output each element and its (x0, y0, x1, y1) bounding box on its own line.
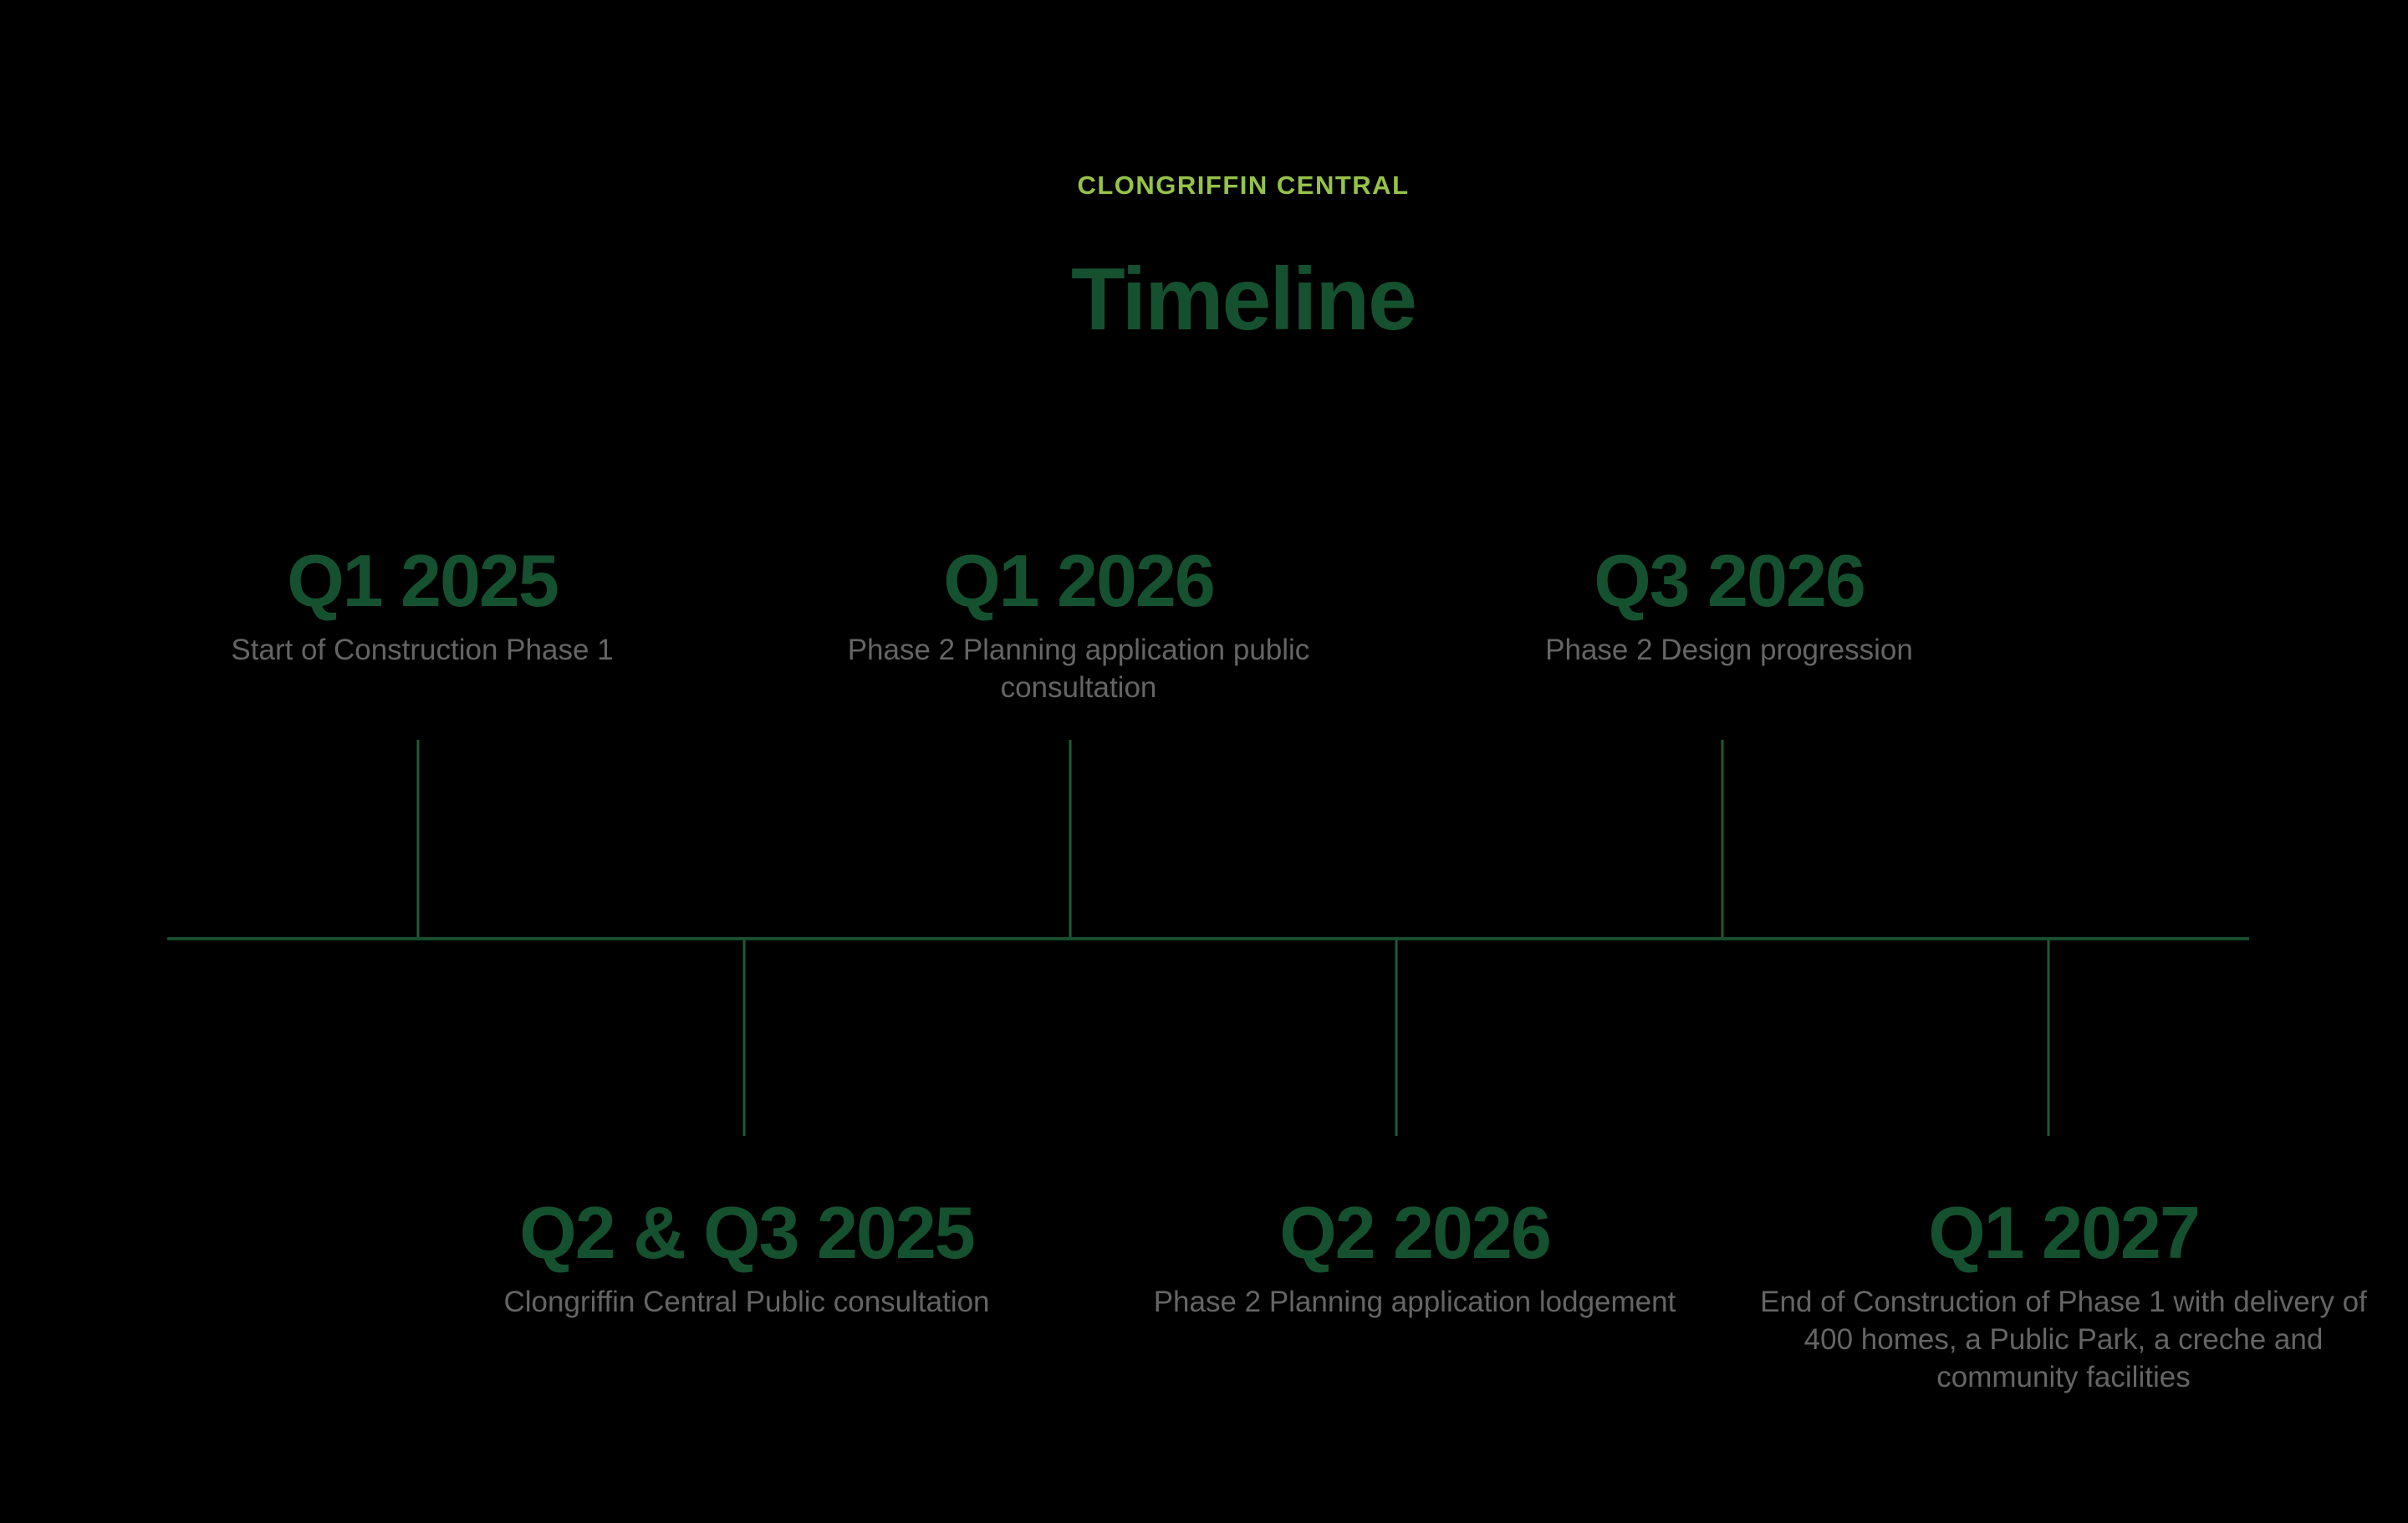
timeline-event-q3-2026: Q3 2026 Phase 2 Design progression (1436, 542, 2022, 669)
timeline-event-q2-2026: Q2 2026 Phase 2 Planning application lod… (1122, 1194, 1707, 1321)
section-header: CLONGRIFFIN CENTRAL Timeline (1070, 0, 1417, 349)
event-description: Phase 2 Design progression (1545, 634, 1913, 666)
event-quarter: Q1 2025 (287, 539, 559, 622)
eyebrow-label: CLONGRIFFIN CENTRAL (1077, 171, 1410, 200)
timeline-event-q1-2025: Q1 2025 Start of Construction Phase 1 (130, 542, 715, 669)
timeline-tick-q1-2027 (2047, 940, 2050, 1136)
event-description: End of Construction of Phase 1 with deli… (1760, 1286, 2367, 1393)
timeline-event-q1-2027: Q1 2027 End of Construction of Phase 1 w… (1748, 1194, 2380, 1396)
event-description: Start of Construction Phase 1 (231, 634, 614, 666)
event-quarter: Q2 2026 (1279, 1191, 1552, 1274)
event-description: Clongriffin Central Public consultation (503, 1286, 990, 1318)
timeline-axis (167, 937, 2249, 940)
timeline-event-q1-2026: Q1 2026 Phase 2 Planning application pub… (819, 542, 1338, 706)
event-quarter: Q1 2027 (1928, 1191, 2201, 1274)
event-quarter: Q2 & Q3 2025 (519, 1191, 975, 1274)
event-description: Phase 2 Planning application public cons… (847, 634, 1310, 704)
timeline-tick-q2-q3-2025 (742, 940, 746, 1136)
timeline-tick-q2-2026 (1395, 940, 1398, 1136)
timeline-tick-q1-2026 (1069, 740, 1072, 937)
page-title: Timeline (1070, 250, 1417, 349)
timeline-event-q2-q3-2025: Q2 & Q3 2025 Clongriffin Central Public … (454, 1194, 1039, 1321)
event-description: Phase 2 Planning application lodgement (1153, 1286, 1676, 1318)
event-quarter: Q3 2026 (1594, 539, 1866, 622)
event-quarter: Q1 2026 (943, 539, 1216, 622)
timeline-tick-q1-2025 (416, 740, 420, 937)
timeline-tick-q3-2026 (1721, 740, 1724, 937)
